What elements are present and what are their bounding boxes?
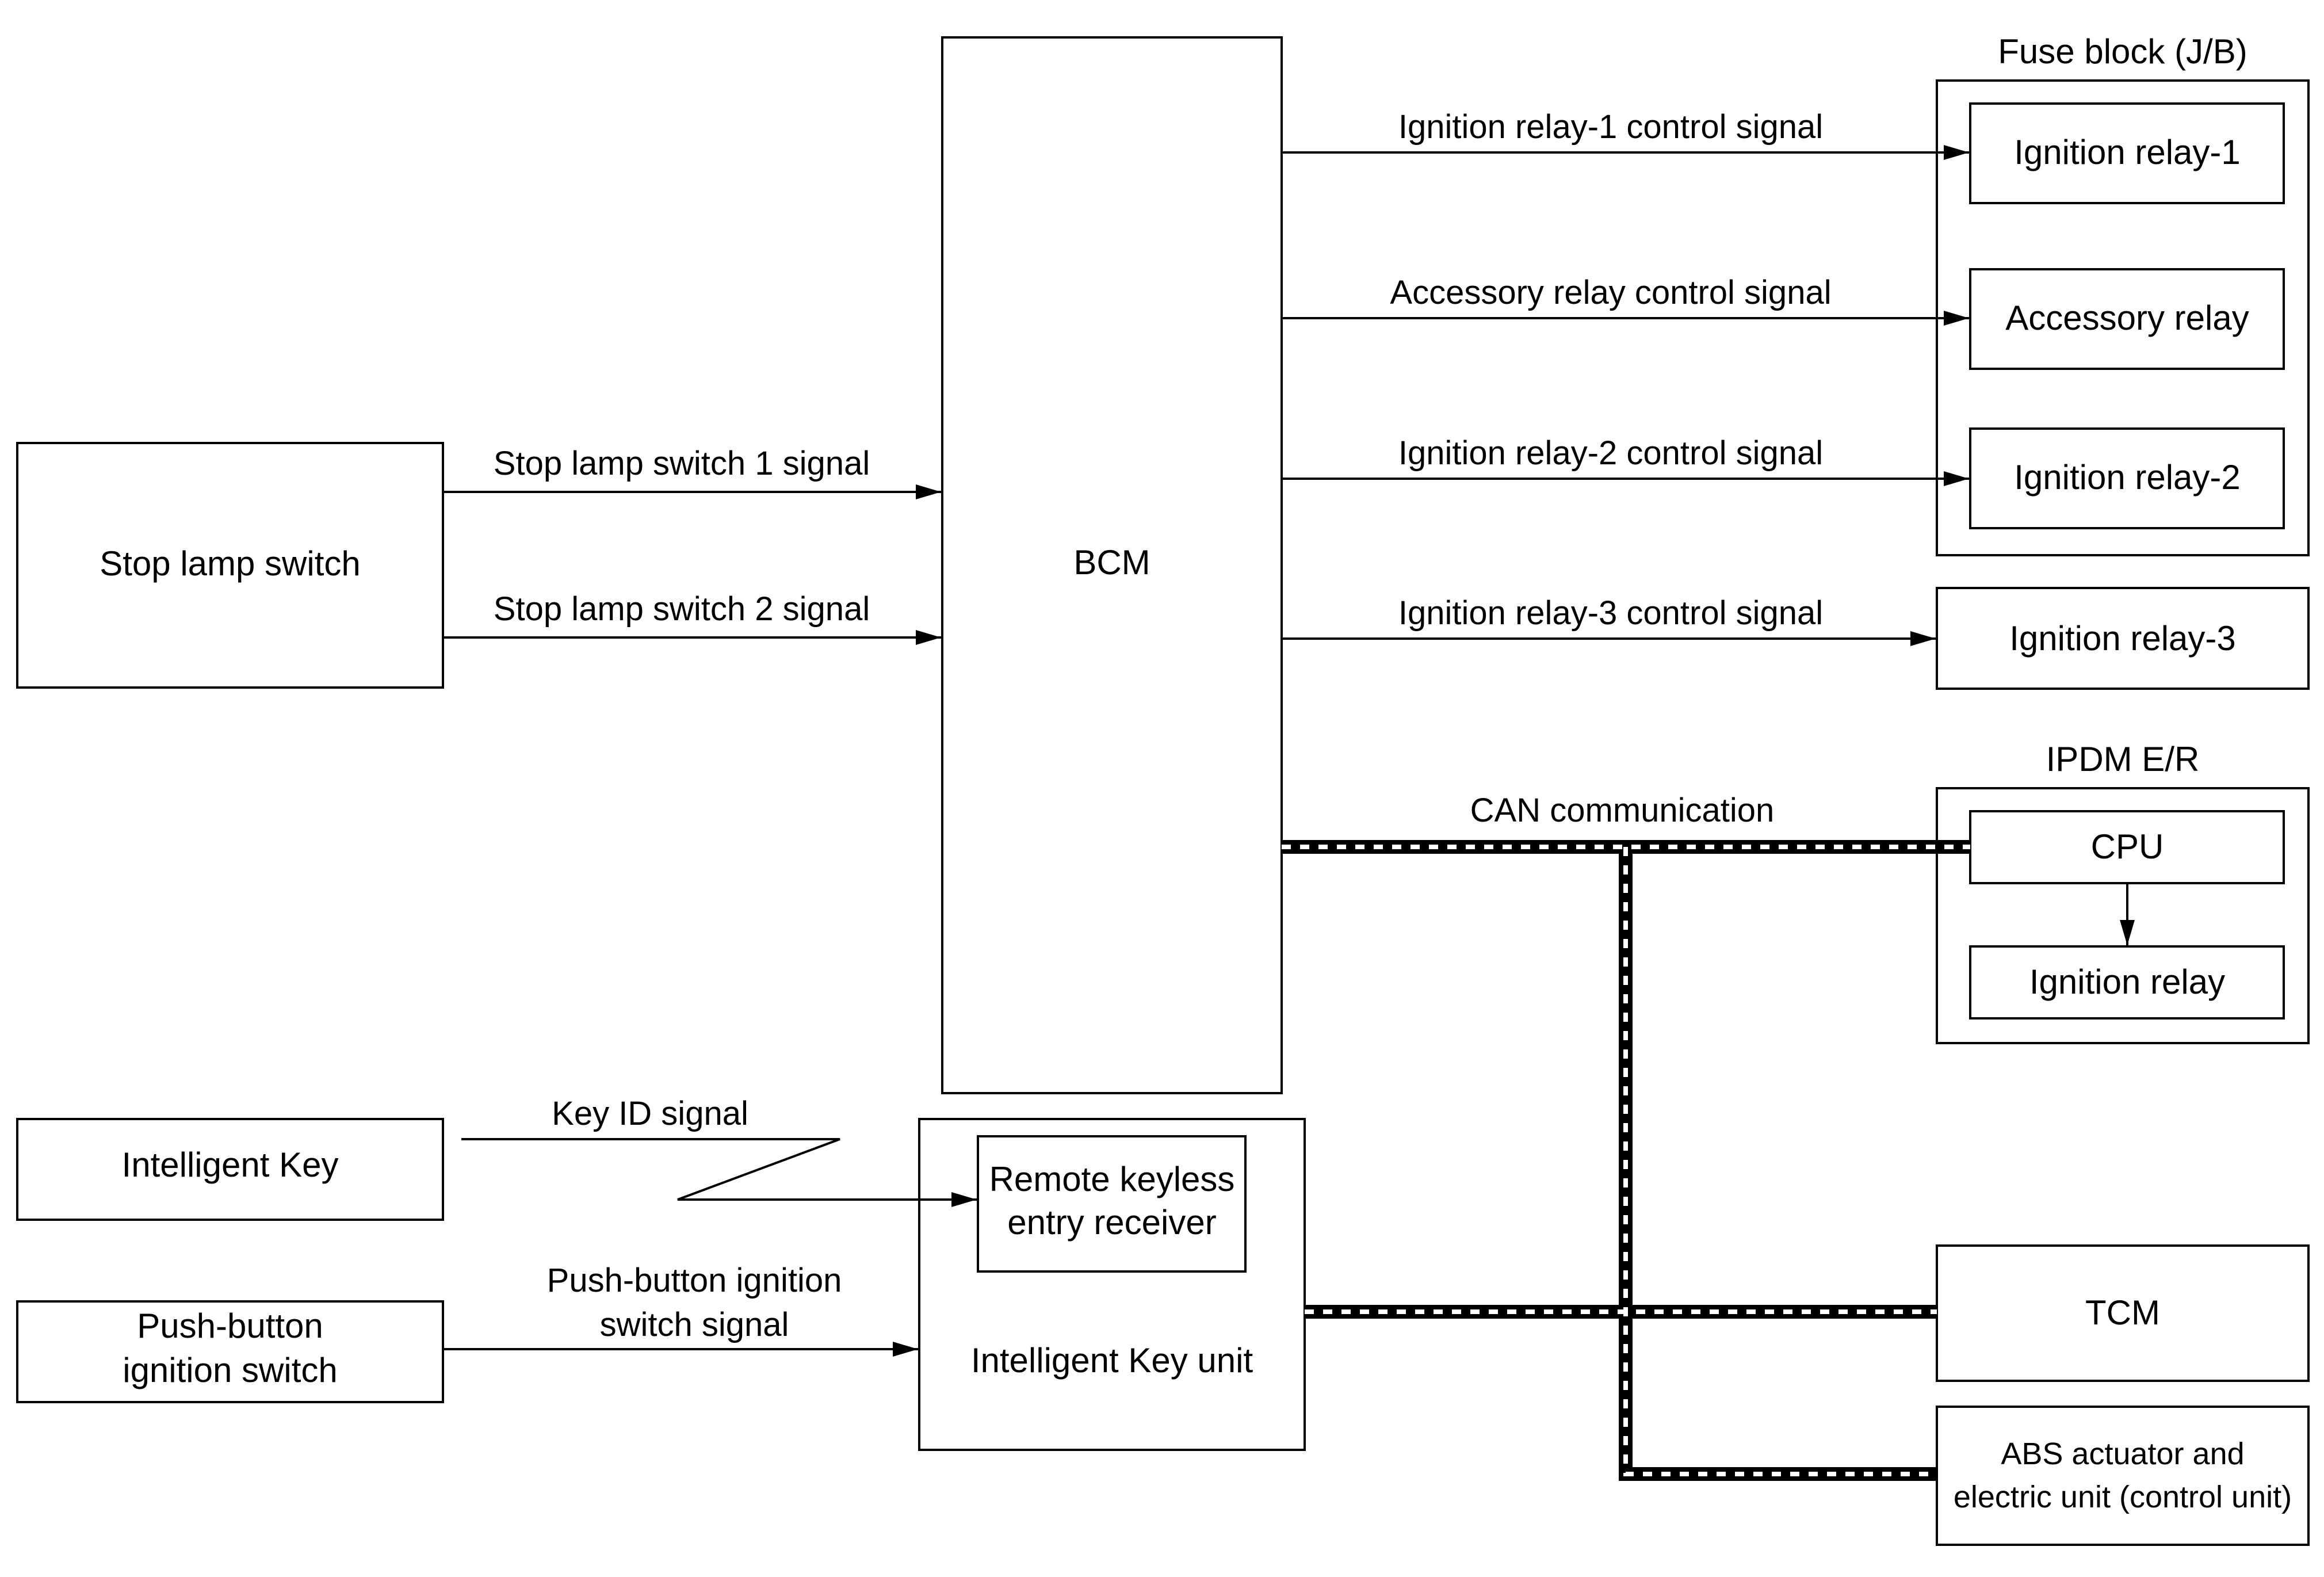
ignition-relay-1-control-signal: Ignition relay-1 control signal bbox=[1282, 108, 1969, 160]
remote-keyless-entry-receiver-box: Remote keyless entry receiver bbox=[977, 1135, 1247, 1273]
ipdm-ignition-relay-box: Ignition relay bbox=[1969, 945, 2285, 1019]
intelligent-key-box: Intelligent Key bbox=[16, 1118, 444, 1221]
tcm-box: TCM bbox=[1936, 1244, 2310, 1382]
ignition-relay-1-box: Ignition relay-1 bbox=[1969, 102, 2285, 204]
stop-lamp-switch-1-signal: Stop lamp switch 1 signal bbox=[443, 445, 941, 499]
cpu-label: CPU bbox=[2091, 827, 2164, 866]
push-button-label-line2: ignition switch bbox=[123, 1351, 338, 1389]
ignition-relay-3-box: Ignition relay-3 bbox=[1936, 587, 2310, 690]
accessory-relay-box: Accessory relay bbox=[1969, 268, 2285, 370]
stop-lamp-switch-box: Stop lamp switch bbox=[16, 442, 444, 689]
ignition-relay-2-control-signal-label: Ignition relay-2 control signal bbox=[1398, 434, 1823, 472]
can-communication-label: CAN communication bbox=[1470, 792, 1775, 829]
ignition-relay-3-control-signal: Ignition relay-3 control signal bbox=[1282, 594, 1936, 646]
remote-keyless-label-line1: Remote keyless bbox=[989, 1160, 1235, 1198]
push-button-ignition-switch-signal: Push-button ignition switch signal bbox=[443, 1262, 918, 1357]
abs-label-line1: ABS actuator and bbox=[2001, 1437, 2244, 1471]
fuse-block-title: Fuse block (J/B) bbox=[1998, 32, 2247, 71]
can-bus: CAN communication bbox=[1282, 792, 1970, 1481]
ipdm-ignition-relay-label: Ignition relay bbox=[2029, 963, 2225, 1001]
abs-label-line2: electric unit (control unit) bbox=[1954, 1480, 2292, 1514]
abs-actuator-box: ABS actuator and electric unit (control … bbox=[1936, 1406, 2310, 1546]
cpu-box: CPU bbox=[1969, 810, 2285, 884]
intelligent-key-label: Intelligent Key bbox=[122, 1145, 339, 1184]
intelligent-key-unit-label: Intelligent Key unit bbox=[971, 1341, 1253, 1380]
ignition-relay-3-label: Ignition relay-3 bbox=[2009, 619, 2236, 658]
ignition-relay-2-control-signal: Ignition relay-2 control signal bbox=[1282, 434, 1969, 486]
stop-lamp-switch-2-signal-label: Stop lamp switch 2 signal bbox=[494, 590, 870, 628]
ignition-relay-1-label: Ignition relay-1 bbox=[2014, 133, 2241, 171]
ignition-relay-1-control-signal-label: Ignition relay-1 control signal bbox=[1398, 108, 1823, 146]
bcm-label: BCM bbox=[1073, 543, 1150, 582]
push-button-label-line1: Push-button bbox=[137, 1307, 323, 1345]
ignition-relay-3-control-signal-label: Ignition relay-3 control signal bbox=[1398, 594, 1823, 632]
bcm-box: BCM bbox=[941, 36, 1283, 1094]
remote-keyless-label-line2: entry receiver bbox=[1007, 1203, 1216, 1242]
stop-lamp-switch-label: Stop lamp switch bbox=[100, 544, 361, 583]
accessory-relay-control-signal: Accessory relay control signal bbox=[1282, 274, 1969, 326]
key-id-signal-label: Key ID signal bbox=[552, 1095, 748, 1132]
push-button-ignition-switch-box: Push-button ignition switch bbox=[16, 1300, 444, 1403]
push-button-signal-label-line1: Push-button ignition bbox=[547, 1262, 842, 1299]
tcm-label: TCM bbox=[2085, 1293, 2160, 1332]
push-button-signal-label-line2: switch signal bbox=[600, 1306, 789, 1343]
ignition-relay-2-label: Ignition relay-2 bbox=[2014, 458, 2241, 497]
ignition-relay-2-box: Ignition relay-2 bbox=[1969, 427, 2285, 529]
stop-lamp-switch-2-signal: Stop lamp switch 2 signal bbox=[443, 590, 941, 645]
accessory-relay-label: Accessory relay bbox=[2005, 299, 2249, 337]
ipdm-title: IPDM E/R bbox=[2046, 740, 2200, 778]
stop-lamp-switch-1-signal-label: Stop lamp switch 1 signal bbox=[494, 445, 870, 482]
key-id-signal: Key ID signal bbox=[461, 1095, 977, 1207]
accessory-relay-control-signal-label: Accessory relay control signal bbox=[1390, 274, 1831, 311]
